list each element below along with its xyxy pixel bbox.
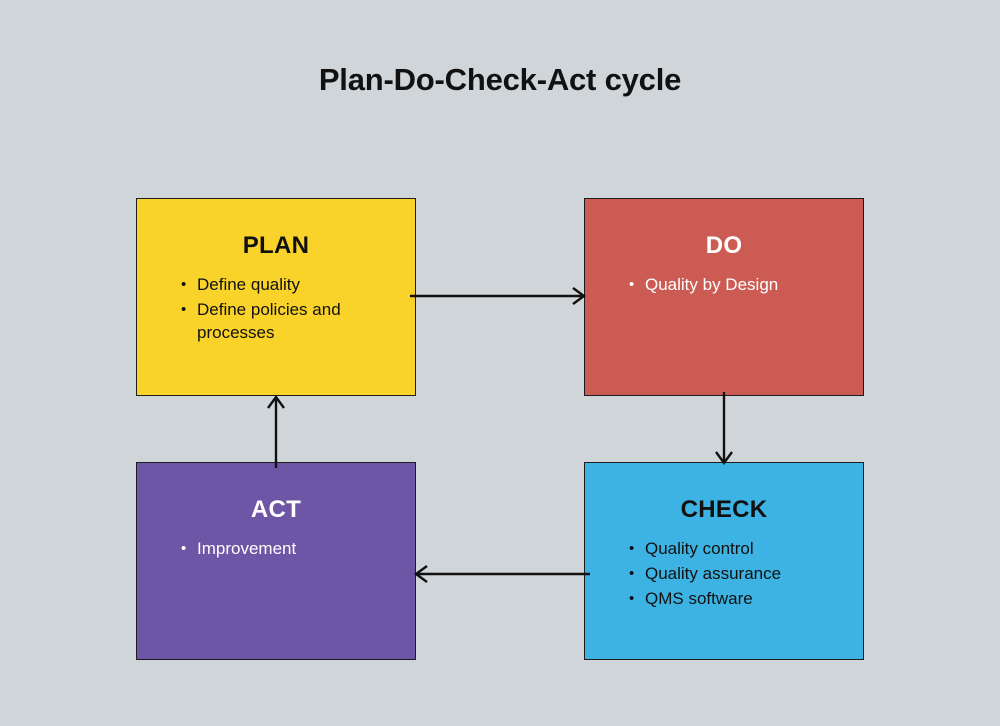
arrow-plan-to-do-icon [410,287,587,305]
list-item: Quality control [629,537,849,560]
box-heading-act: ACT [250,496,302,523]
box-heading-plan: PLAN [242,232,310,259]
list-item: Define policies and processes [181,298,401,344]
pdca-box-plan[interactable]: PLAN Define quality Define policies and … [136,198,416,396]
box-heading-do: DO [705,232,743,259]
page-title: Plan-Do-Check-Act cycle [318,62,682,97]
box-list-act: Improvement [137,537,415,560]
box-list-plan: Define quality Define policies and proce… [137,273,415,344]
list-item: Quality by Design [629,273,849,296]
pdca-box-do[interactable]: DO Quality by Design [584,198,864,396]
list-item: Improvement [181,537,401,560]
box-heading-check: CHECK [680,496,768,523]
box-list-check: Quality control Quality assurance QMS so… [585,537,863,610]
list-item: QMS software [629,587,849,610]
arrow-do-to-check-icon [715,392,733,466]
pdca-box-check[interactable]: CHECK Quality control Quality assurance … [584,462,864,660]
box-list-do: Quality by Design [585,273,863,296]
pdca-box-act[interactable]: ACT Improvement [136,462,416,660]
list-item: Quality assurance [629,562,849,585]
list-item: Define quality [181,273,401,296]
arrow-check-to-act-icon [413,565,590,583]
arrow-act-to-plan-icon [267,394,285,468]
